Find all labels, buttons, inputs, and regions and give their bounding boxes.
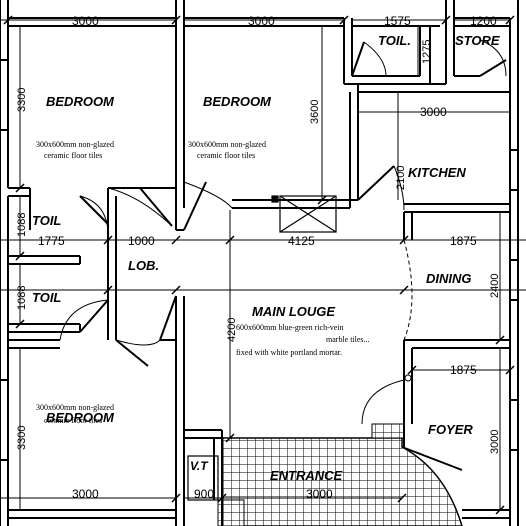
dimension-lines bbox=[0, 19, 526, 510]
note-bedroom-bottom-1: 300x600mm non-glazed bbox=[36, 403, 114, 412]
fixtures bbox=[187, 195, 337, 501]
dim-vt-width: 900 bbox=[194, 487, 214, 501]
dim-bedroom-left-height: 3300 bbox=[16, 88, 28, 112]
label-lobby: LOB. bbox=[128, 258, 159, 273]
dim-toilet-upper-height: 1088 bbox=[16, 213, 28, 237]
dim-bedroom-middle-height: 3600 bbox=[309, 100, 321, 124]
label-dining: DINING bbox=[426, 271, 472, 286]
dim-foyer-height: 3000 bbox=[489, 430, 501, 454]
label-kitchen: KITCHEN bbox=[408, 165, 466, 180]
dim-toilet-lower-height: 1088 bbox=[16, 286, 28, 310]
label-bedroom-top-left: BEDROOM bbox=[46, 94, 115, 109]
dim-dining-width: 1875 bbox=[450, 234, 477, 248]
label-bedroom-top-middle: BEDROOM bbox=[203, 94, 272, 109]
dimension-ticks bbox=[3, 15, 515, 515]
note-lounge-2: marble tiles... bbox=[326, 335, 370, 344]
dim-kitchen-width: 3000 bbox=[420, 105, 447, 119]
dim-top-store-width: 1200 bbox=[470, 14, 497, 28]
note-bedroom-top-middle-1: 300x600mm non-glazed bbox=[188, 140, 266, 149]
dim-top-toilet-height: 1275 bbox=[421, 40, 433, 64]
label-main-lounge: MAIN LOUGE bbox=[252, 304, 335, 319]
note-lounge-1: 600x600mm blue-green rich-vein bbox=[236, 323, 344, 332]
label-vt: V.T bbox=[190, 459, 209, 473]
label-store: STORE bbox=[455, 33, 500, 48]
dim-kitchen-height: 2100 bbox=[395, 166, 407, 190]
label-bedroom-bottom-left: BEDROOM bbox=[46, 410, 115, 425]
note-bedroom-bottom-2: ceramic floor tiles bbox=[44, 416, 102, 425]
label-toilet-top: TOIL. bbox=[378, 33, 411, 48]
note-bedroom-top-left-2: ceramic floor tiles bbox=[44, 151, 102, 160]
label-toilet-left-upper: TOIL bbox=[32, 213, 61, 228]
door-swings bbox=[59, 39, 507, 471]
dim-lobby-width: 1000 bbox=[128, 234, 155, 248]
dim-lounge-width: 4125 bbox=[288, 234, 315, 248]
dim-lounge-height: 4200 bbox=[226, 318, 238, 342]
note-bedroom-top-middle-2: ceramic floor tiles bbox=[197, 151, 255, 160]
dim-top-left-width: 3000 bbox=[72, 14, 99, 28]
dim-foyer-width: 1875 bbox=[450, 363, 477, 377]
dim-top-toilet-width: 1575 bbox=[384, 14, 411, 28]
label-entrance: ENTRANCE bbox=[270, 468, 343, 483]
label-toilet-left-lower: TOIL bbox=[32, 290, 61, 305]
kitchen-duct-box bbox=[279, 195, 337, 233]
dim-bedroom-bottom-height: 3300 bbox=[16, 426, 28, 450]
note-bedroom-top-left-1: 300x600mm non-glazed bbox=[36, 140, 114, 149]
label-foyer: FOYER bbox=[428, 422, 473, 437]
dim-left-corridor-width: 1775 bbox=[38, 234, 65, 248]
note-lounge-3: fixed with white portland mortar. bbox=[236, 348, 342, 357]
dim-dining-height: 2400 bbox=[489, 274, 501, 298]
dim-entrance-width: 3000 bbox=[306, 487, 333, 501]
dim-bottom-left-width: 3000 bbox=[72, 487, 99, 501]
dim-top-middle-width: 3000 bbox=[248, 14, 275, 28]
vt-box bbox=[187, 455, 219, 501]
